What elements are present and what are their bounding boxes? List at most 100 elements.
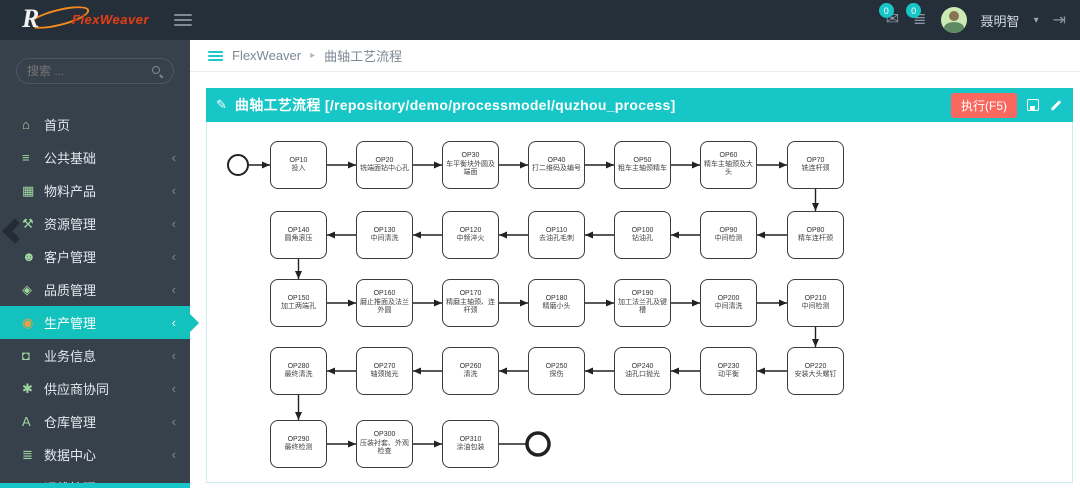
breadcrumb-menu-icon[interactable] — [208, 50, 223, 61]
node-label: 精磨主轴颈、连杆颈 — [446, 298, 495, 315]
chevron-left-icon: ‹ — [171, 315, 176, 330]
user-name[interactable]: 聂明智 — [980, 13, 1020, 29]
layers-icon: ≡ — [22, 150, 30, 165]
sidebar-search[interactable] — [16, 58, 174, 84]
node-label: 压装衬套、外观检查 — [360, 439, 409, 456]
sidebar-item-supplier-collab[interactable]: ✱供应商协同‹ — [0, 372, 190, 405]
node-label: 最终清洗 — [284, 371, 313, 378]
node-label: 最终检测 — [284, 444, 313, 451]
sidebar-item-label: 供应商协同 — [44, 382, 110, 397]
node-label: 轴颈抛光 — [370, 371, 399, 378]
node-id: OP10 — [289, 156, 308, 164]
sidebar-item-resource-mgmt[interactable]: ⚒资源管理‹ — [0, 207, 190, 240]
node-id: OP170 — [459, 290, 482, 298]
tasks-button[interactable]: ≣ 0 — [906, 3, 927, 29]
logo-brand: FlexWeaver — [72, 12, 150, 27]
node-id: OP50 — [633, 156, 652, 164]
edit-icon[interactable]: ✎ — [216, 97, 227, 112]
node-id: OP280 — [287, 362, 310, 370]
sidebar-item-label: 物料产品 — [44, 184, 97, 199]
sidebar-item-data-center[interactable]: ≣数据中心‹ — [0, 438, 190, 471]
node-id: OP290 — [287, 435, 310, 443]
sidebar-item-home[interactable]: ⌂首页 — [0, 108, 190, 141]
home-icon: ⌂ — [22, 117, 30, 132]
logout-icon[interactable]: ⇥ — [1052, 12, 1066, 29]
node-label: 中间清洗 — [714, 303, 743, 310]
search-input[interactable] — [27, 64, 152, 78]
sidebar-item-customer-mgmt[interactable]: ☻客户管理‹ — [0, 240, 190, 273]
sidebar-nav: ⌂首页≡公共基础‹▦物料产品‹⚒资源管理‹☻客户管理‹◈品质管理‹◉生产管理‹◘… — [0, 108, 199, 488]
node-label: 探伤 — [549, 371, 564, 378]
save-icon[interactable] — [1027, 99, 1039, 111]
node-id: OP190 — [631, 290, 654, 298]
node-label: 精车主轴颈及大头 — [704, 160, 753, 177]
node-id: OP30 — [461, 152, 480, 160]
breadcrumb: FlexWeaver ▸ 曲轴工艺流程 — [190, 40, 1080, 72]
chevron-left-icon: ‹ — [171, 216, 176, 231]
end-event-circle[interactable] — [525, 431, 551, 457]
node-id: OP250 — [545, 362, 568, 370]
node-label: 清洗 — [463, 371, 478, 378]
node-id: OP200 — [717, 294, 740, 302]
wrench-icon: ⚒ — [22, 215, 34, 231]
sidebar-item-production-mgmt[interactable]: ◉生产管理‹ — [0, 306, 199, 339]
execute-button[interactable]: 执行(F5) — [951, 92, 1017, 118]
node-label: 安装大头螺钉 — [794, 371, 837, 378]
sidebar: ⌂首页≡公共基础‹▦物料产品‹⚒资源管理‹☻客户管理‹◈品质管理‹◉生产管理‹◘… — [0, 40, 199, 488]
node-label: 中间检测 — [801, 303, 830, 310]
pencil-icon[interactable] — [1049, 98, 1063, 112]
app-logo[interactable]: R FlexWeaver — [14, 0, 164, 40]
node-id: OP130 — [373, 226, 396, 234]
chevron-down-icon[interactable]: ▾ — [1033, 14, 1039, 26]
breadcrumb-app[interactable]: FlexWeaver — [232, 48, 302, 63]
node-id: OP300 — [373, 431, 396, 439]
messages-button[interactable]: ✉ 0 — [878, 3, 899, 29]
sidebar-item-label: 仓库管理 — [44, 415, 97, 430]
sidebar-item-quality-mgmt[interactable]: ◈品质管理‹ — [0, 273, 190, 306]
sidebar-item-business-info[interactable]: ◘业务信息‹ — [0, 339, 190, 372]
node-label: 动平衡 — [718, 371, 739, 378]
node-id: OP120 — [459, 226, 482, 234]
sidebar-item-material-product[interactable]: ▦物料产品‹ — [0, 174, 190, 207]
search-icon[interactable] — [152, 65, 163, 77]
start-event-circle[interactable] — [227, 154, 249, 176]
node-id: OP60 — [719, 152, 738, 160]
user-avatar[interactable] — [940, 7, 967, 33]
node-id: OP140 — [287, 226, 310, 234]
sidebar-item-public-base[interactable]: ≡公共基础‹ — [0, 141, 190, 174]
sidebar-toggle-icon[interactable] — [174, 14, 192, 26]
